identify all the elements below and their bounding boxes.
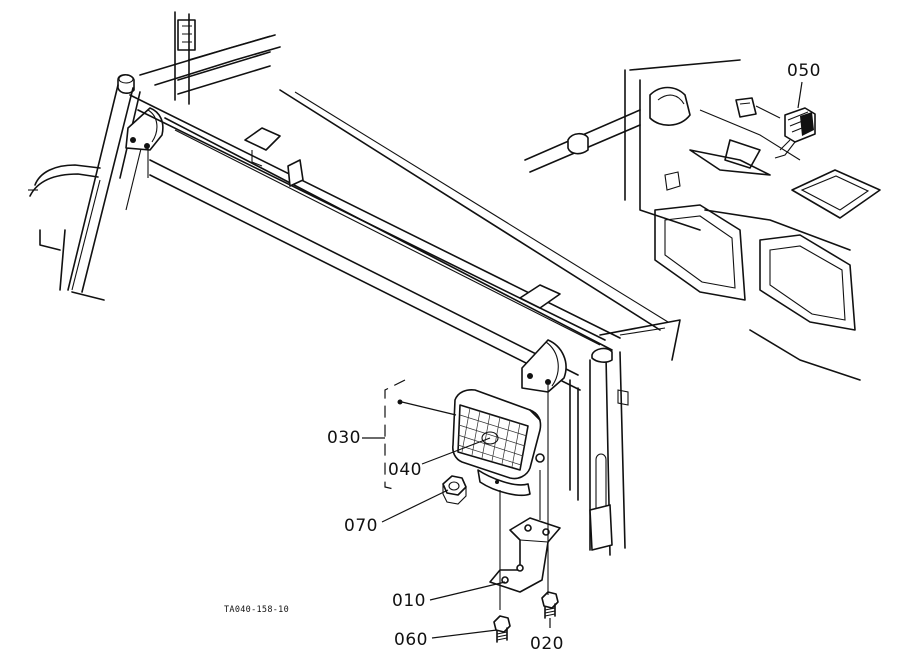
callout-050: 050 [787, 61, 821, 81]
right-clamp [521, 339, 567, 393]
upper-rear-frame [139, 11, 281, 105]
group-bracket-030 [384, 379, 406, 491]
leader-dot-030 [397, 399, 403, 405]
left-cab-frame [28, 164, 101, 291]
leader-030-light [401, 401, 457, 416]
callout-010: 010 [392, 591, 426, 611]
main-cross-beam [129, 89, 669, 391]
leader-070 [381, 489, 449, 523]
callout-040: 040 [388, 460, 422, 480]
nut-070 [442, 475, 467, 505]
leader-050 [797, 81, 803, 109]
bolt-020 [541, 591, 559, 619]
rear-panel [524, 59, 881, 381]
switch-050 [735, 97, 816, 159]
right-roll-pillar [569, 319, 681, 556]
leader-060 [431, 629, 498, 639]
left-roll-pillar [67, 73, 149, 301]
bolt-060 [493, 615, 511, 643]
left-clamp [125, 107, 164, 151]
callout-060: 060 [394, 630, 428, 650]
callout-070: 070 [344, 516, 378, 536]
drawing-code: TA040-158-10 [224, 605, 290, 615]
callout-020: 020 [530, 634, 564, 654]
leader-010 [429, 581, 506, 601]
callout-030: 030 [327, 428, 361, 448]
assembly-guides [499, 385, 549, 610]
leader-040 [421, 437, 491, 465]
work-light-040 [452, 389, 545, 497]
